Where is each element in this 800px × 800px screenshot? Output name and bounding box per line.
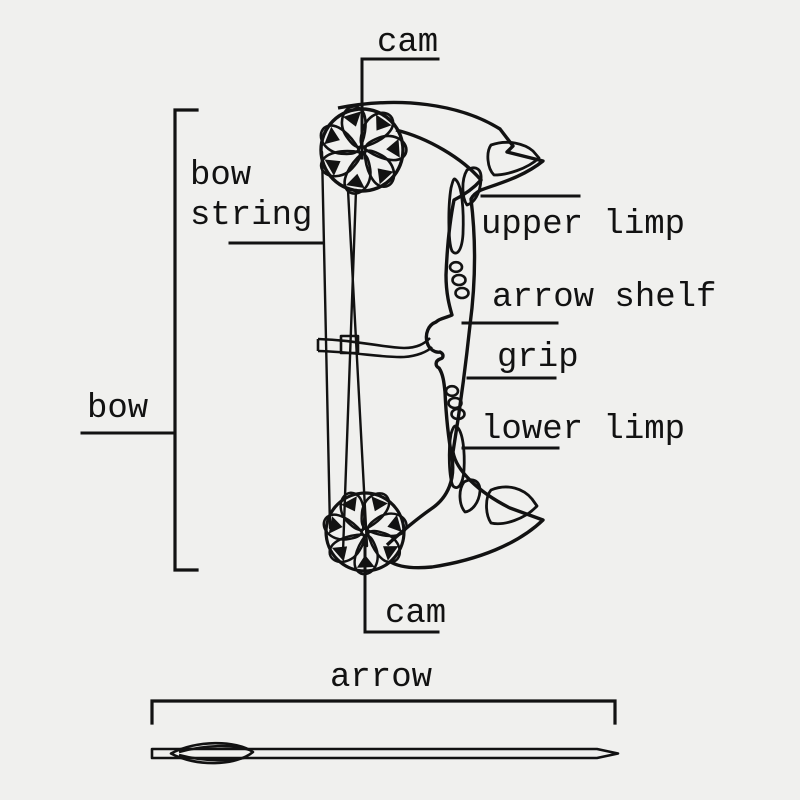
- lower-limb-label: lower limp: [481, 411, 685, 449]
- cable-line-2: [346, 188, 369, 548]
- nock-point: [339, 334, 360, 355]
- arrow-shaft: [150, 747, 620, 760]
- upper-vent-2: [451, 273, 467, 287]
- cable-guard-bottom-edge: [317, 346, 433, 359]
- arrow-drawing: [150, 741, 620, 765]
- bottom-cam: [304, 470, 429, 595]
- lower-vent-1: [444, 384, 460, 398]
- upper-limb-triangle-cutout: [486, 141, 541, 177]
- cable-line-1: [341, 188, 358, 554]
- top-cam: [318, 103, 411, 197]
- cam-bottom-leader-line: [363, 538, 440, 634]
- arrow-fletching-vane-top: [178, 744, 251, 754]
- lower-vent-2: [447, 396, 463, 410]
- bow-string-label-line2: string: [190, 197, 312, 235]
- grip-label: grip: [497, 339, 579, 377]
- arrow-label: arrow: [330, 659, 433, 697]
- arrow-shelf-label: arrow shelf: [492, 279, 716, 317]
- lower-riser-teardrop-cutout: [447, 424, 466, 489]
- lower-limb-triangle-cutout: [485, 485, 539, 526]
- cam-top-leader-line: [360, 57, 440, 160]
- bow-extent-bracket: [173, 108, 199, 572]
- bow-drawing: [304, 100, 545, 596]
- bow-body-outer-contour: [337, 100, 545, 570]
- lower-vent-3: [450, 407, 466, 421]
- cable-guard-bar: [316, 334, 433, 359]
- arrow-fletching-vane-bottom: [178, 753, 249, 762]
- annotations: cam bow string bow upper limp arrow shel…: [80, 24, 716, 725]
- upper-pocket-cutout: [461, 166, 483, 207]
- arrow-extent-bracket: [150, 699, 617, 725]
- upper-riser-teardrop-cutout: [447, 177, 465, 255]
- cam-top-label: cam: [377, 24, 438, 62]
- cable-guard-top-edge: [317, 337, 431, 350]
- bow-body-front-contour: [385, 128, 483, 547]
- riser-vents: [444, 260, 470, 421]
- lower-pocket-cutout: [458, 478, 482, 514]
- bow-label: bow: [87, 390, 149, 428]
- upper-vent-3: [454, 286, 470, 300]
- cam-bottom-label: cam: [385, 595, 446, 633]
- upper-limb-label: upper limp: [481, 206, 685, 244]
- arrow-fletching: [169, 741, 255, 765]
- bow-string-label-line1: bow: [190, 157, 252, 195]
- upper-vent-1: [448, 260, 464, 274]
